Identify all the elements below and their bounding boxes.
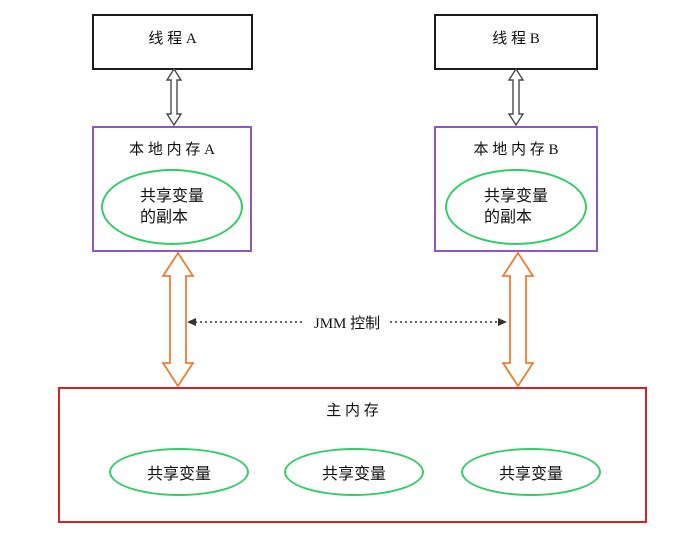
shared-var-ellipse-3: 共享变量 xyxy=(461,448,601,496)
shared-var-2-label: 共享变量 xyxy=(321,466,386,483)
bidirectional-arrow-local-b-main-icon xyxy=(501,252,535,387)
shared-var-ellipse-2: 共享变量 xyxy=(284,448,424,496)
local-memory-b-title: 本 地 内 存 B xyxy=(473,142,559,158)
shared-var-copy-ellipse-a: 共享变量 的副本 xyxy=(101,169,243,245)
bidirectional-arrow-thread-a-icon xyxy=(165,68,183,126)
shared-var-copy-b-line1: 共享变量 xyxy=(483,188,548,205)
shared-var-copy-a-line1: 共享变量 xyxy=(139,188,204,205)
shared-var-3-label: 共享变量 xyxy=(498,466,563,483)
bidirectional-arrow-local-a-main-icon xyxy=(161,252,195,387)
thread-b-label: 线 程 B xyxy=(492,31,540,47)
thread-b-box: 线 程 B xyxy=(434,14,598,70)
thread-a-box: 线 程 A xyxy=(92,14,253,70)
thread-a-label: 线 程 A xyxy=(148,31,197,47)
main-memory-box: 主 内 存 共享变量 共享变量 共享变量 xyxy=(58,387,647,523)
shared-var-copy-a-line2: 的副本 xyxy=(139,209,188,226)
shared-var-ellipse-1: 共享变量 xyxy=(109,448,249,496)
local-memory-a-title: 本 地 内 存 A xyxy=(129,142,215,158)
shared-var-copy-ellipse-b: 共享变量 的副本 xyxy=(445,169,587,245)
shared-var-copy-b-line2: 的副本 xyxy=(483,209,532,226)
main-memory-title: 主 内 存 xyxy=(326,403,379,419)
jmm-control-label: JMM 控制 xyxy=(304,311,390,334)
shared-var-1-label: 共享变量 xyxy=(146,466,211,483)
bidirectional-arrow-thread-b-icon xyxy=(507,68,525,126)
local-memory-b-box: 本 地 内 存 B 共享变量 的副本 xyxy=(434,126,598,252)
local-memory-a-box: 本 地 内 存 A 共享变量 的副本 xyxy=(92,126,252,252)
